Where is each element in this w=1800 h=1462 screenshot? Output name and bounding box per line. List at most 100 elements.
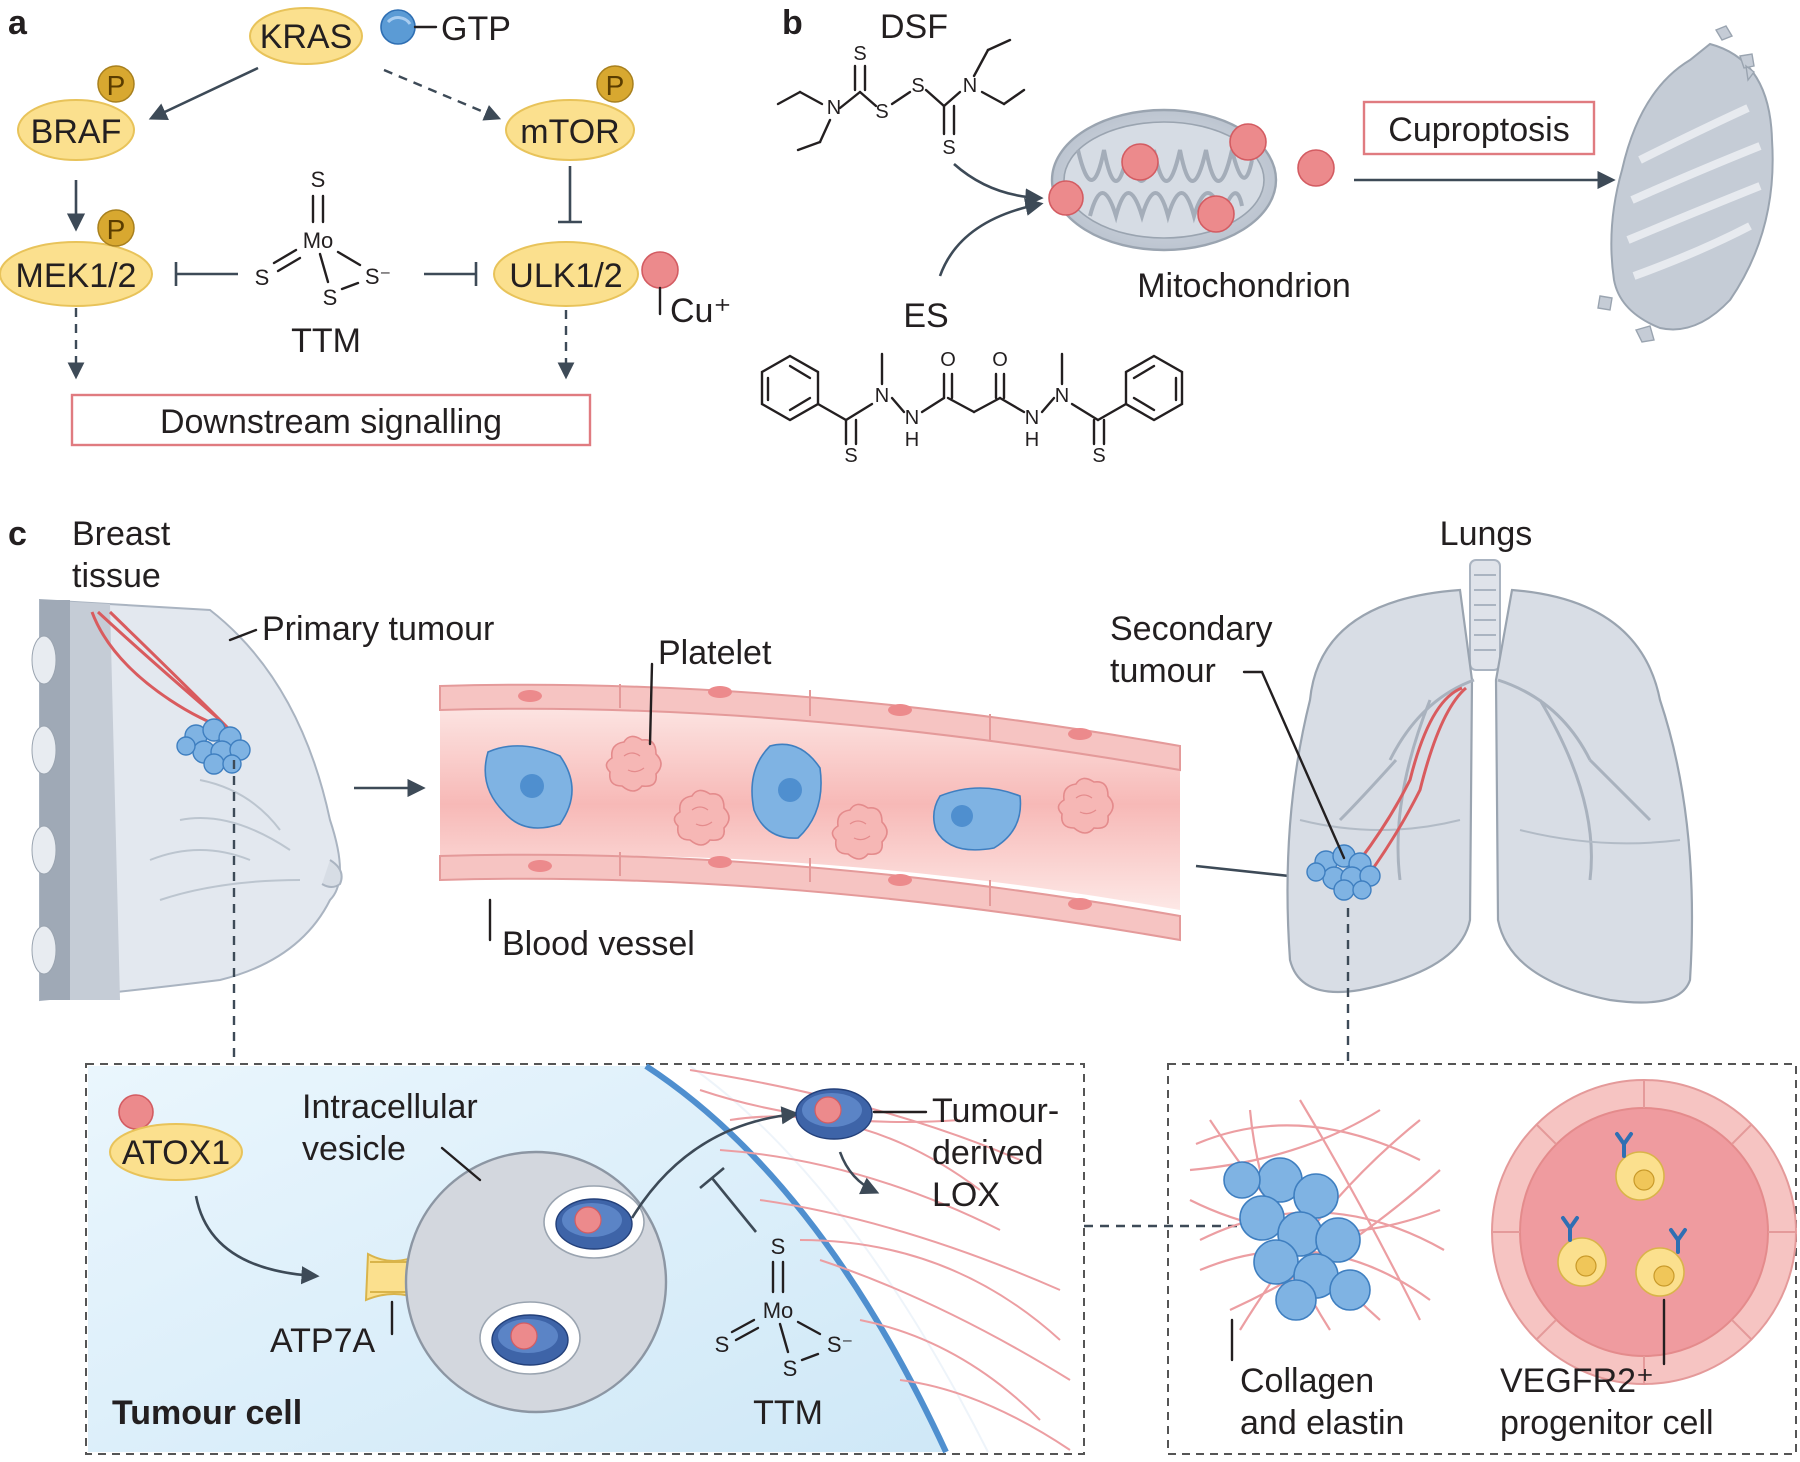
- dsf-structure: S S S S N N: [776, 38, 1026, 159]
- atox1-oval: [109, 1123, 243, 1181]
- atp7a-label: ATP7A: [270, 1322, 376, 1360]
- panel-a: a KRAS GTP BRAF P mTOR P MEK1/2 P ULK1/2…: [0, 4, 731, 447]
- svg-text:S: S: [255, 265, 270, 290]
- svg-text:S: S: [771, 1234, 786, 1259]
- primary-tumour-label: Primary tumour: [262, 610, 494, 648]
- copper-ion-icon: [1048, 180, 1084, 216]
- svg-text:S: S: [875, 101, 888, 123]
- intracellular-vesicle-label-2: vesicle: [302, 1130, 406, 1168]
- tumour-derived-lox-label-1: Tumour-: [932, 1092, 1059, 1130]
- svg-text:N: N: [875, 385, 889, 407]
- svg-text:H: H: [905, 429, 919, 451]
- cuproptosis-label: Cuproptosis: [1388, 111, 1569, 149]
- lox-to-ecm-arrow: [838, 1151, 880, 1195]
- braf-p-label: P: [107, 70, 126, 101]
- gtp-label: GTP: [441, 10, 511, 48]
- cell-membrane: [644, 1063, 949, 1454]
- secondary-tumour-label-2: tumour: [1110, 652, 1216, 690]
- breast-tissue-label-2: tissue: [72, 557, 161, 595]
- svg-text:N: N: [1025, 407, 1039, 429]
- intracellular-vesicle-label-1: Intracellular: [302, 1088, 478, 1126]
- atox1-to-atp7a-arrow: [194, 1195, 320, 1285]
- ttm-label-c: TTM: [753, 1394, 823, 1432]
- breast-illustration-icon: [31, 598, 343, 1002]
- svg-text:S: S: [715, 1332, 730, 1357]
- mtor-oval: [505, 99, 635, 161]
- collagen-label-1: Collagen: [1240, 1362, 1374, 1400]
- ulk-oval: [493, 241, 639, 307]
- svg-text:O: O: [940, 349, 956, 371]
- lungs-label: Lungs: [1440, 515, 1533, 553]
- panel-b: b DSF S S S S N N: [760, 4, 1774, 467]
- lox-secretion-arrow: [630, 1106, 800, 1219]
- tumour-derived-lox-label-3: LOX: [932, 1176, 1000, 1214]
- es-label: ES: [903, 297, 948, 335]
- svg-text:S: S: [853, 43, 866, 65]
- downstream-label: Downstream signalling: [160, 403, 502, 441]
- progenitor-niche-icon: [1491, 1079, 1797, 1385]
- svg-text:N: N: [963, 75, 977, 97]
- svg-text:S: S: [1092, 445, 1105, 467]
- braf-oval: [17, 99, 135, 161]
- svg-text:S: S: [783, 1356, 798, 1381]
- panel-a-label: a: [8, 4, 28, 42]
- platelet-label: Platelet: [658, 634, 772, 672]
- mek-oval: [0, 241, 153, 307]
- svg-text:S: S: [311, 167, 326, 192]
- lung-niche-inset: [1167, 1063, 1797, 1455]
- vegfr2-label-1: VEGFR2⁺: [1500, 1362, 1654, 1400]
- tumour-cluster-inset: [1223, 1157, 1371, 1321]
- mtor-label: mTOR: [520, 113, 619, 151]
- atox1-label: ATOX1: [122, 1134, 230, 1172]
- braf-label: BRAF: [31, 113, 122, 151]
- circulating-tumour-cell: [484, 745, 573, 829]
- vesicle-cargo-icon: [543, 1185, 645, 1259]
- svg-text:N: N: [827, 97, 841, 119]
- phospho-circle-icon: [97, 65, 135, 103]
- tumour-cell-label: Tumour cell: [112, 1394, 302, 1432]
- ulk-label: ULK1/2: [509, 257, 622, 295]
- kras-to-mtor-arrow: [383, 68, 502, 121]
- blood-vessel-label: Blood vessel: [502, 925, 695, 963]
- svg-text:S⁻: S⁻: [365, 264, 391, 289]
- vesicle-cargo-icon: [479, 1301, 581, 1375]
- svg-text:Mo: Mo: [303, 228, 334, 253]
- gtp-circle-icon: [380, 9, 416, 45]
- svg-text:S: S: [323, 285, 338, 310]
- phospho-circle-icon: [97, 209, 135, 247]
- ttm-inhibits-lox: [710, 1177, 758, 1233]
- svg-text:S: S: [844, 445, 857, 467]
- phospho-circle-icon: [596, 65, 634, 103]
- tumour-cell-inset: [85, 1063, 1085, 1455]
- ttm-structure-a: S Mo S S⁻ S: [255, 167, 391, 310]
- cuproptosis-box: [1362, 100, 1596, 156]
- progenitor-cell-icon: [1635, 1247, 1685, 1297]
- breast-tissue-label-1: Breast: [72, 515, 171, 553]
- es-structure: S N N H O O N H N S: [760, 349, 1184, 467]
- copper-ion-icon: [641, 251, 679, 289]
- panel-b-label: b: [782, 4, 803, 42]
- svg-text:H: H: [1025, 429, 1039, 451]
- panel-c-label: c: [8, 515, 27, 553]
- svg-text:O: O: [992, 349, 1008, 371]
- tumour-derived-lox-label-2: derived: [932, 1134, 1044, 1172]
- circulating-tumour-cell: [751, 743, 822, 839]
- progenitor-cell-icon: [1615, 1151, 1665, 1201]
- lungs-illustration-icon: [1286, 559, 1694, 1004]
- tumour-derived-lox-icon: [795, 1088, 873, 1140]
- secondary-tumour-label-1: Secondary: [1110, 610, 1273, 648]
- vegfr2-label-2: progenitor cell: [1500, 1404, 1714, 1442]
- damaged-mitochondrion-icon: [1597, 25, 1774, 343]
- mek-p-label: P: [107, 214, 126, 245]
- svg-text:S: S: [911, 75, 924, 97]
- svg-text:S: S: [942, 137, 955, 159]
- ttm-structure-c: S Mo S S⁻ S: [715, 1234, 853, 1381]
- kras-oval: [249, 7, 363, 65]
- collagen-label-2: and elastin: [1240, 1404, 1404, 1442]
- panel-c: c Breast tissue Primary tumour: [8, 515, 1797, 1455]
- downstream-box: [70, 393, 592, 447]
- progenitor-cell-icon: [1557, 1237, 1607, 1287]
- svg-text:N: N: [905, 407, 919, 429]
